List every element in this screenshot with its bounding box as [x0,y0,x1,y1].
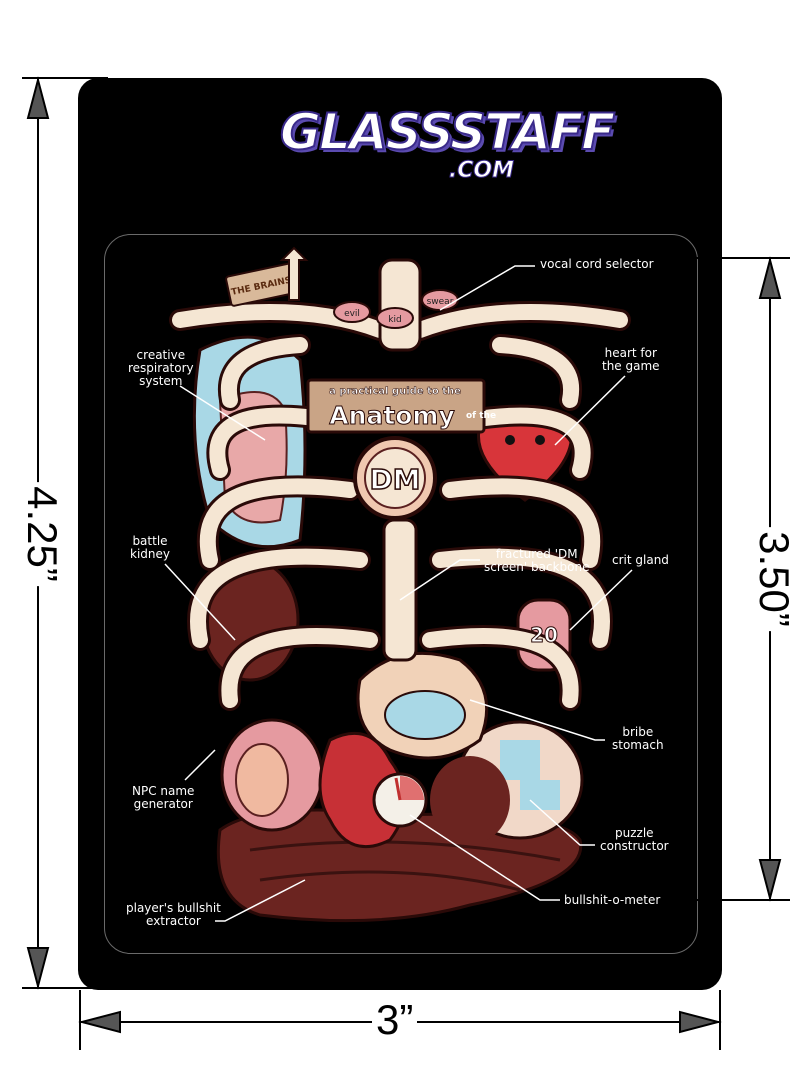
dm-badge-text: DM [369,463,420,496]
print-area-border [104,234,698,954]
title-big: Anatomy [329,401,455,430]
spine [378,258,422,352]
logo-domain: .COM [448,158,514,184]
label-battle-kidney: battle kidney [130,534,170,561]
tag-evil: evil [344,309,360,319]
title-plank [306,378,486,434]
label-fractured-backbone: fractured 'DM screen' backbone [484,547,590,574]
label-vocal-cord-selector: vocal cord selector [540,257,654,271]
label-creative-respiratory-system: creative respiratory system [128,348,194,388]
label-bullshit-o-meter: bullshit-o-meter [564,893,661,907]
leader-lines [164,265,633,922]
label-puzzle-constructor: puzzle constructor [600,826,669,853]
label-bribe-stomach: bribe stomach [612,725,664,752]
dimension-inner-height: 3.50” [749,527,798,631]
brains-sign: THE BRAINS [225,262,297,307]
title-of-the: of the [466,411,496,421]
tag-swear: swear [427,297,454,307]
dimension-width: 3” [372,996,418,1044]
dimension-lines [22,76,790,1050]
dimension-height: 4.25” [17,482,66,586]
tag-kid: kid [388,315,401,325]
title-small: a practical guide to the [329,386,461,397]
label-crit-gland: crit gland [612,553,669,567]
up-arrow-icon [279,246,309,301]
label-heart-for-the-game: heart for the game [602,346,660,373]
label-npc-name-generator: NPC name generator [132,784,195,811]
crit-die-value: 20 [530,623,558,647]
label-players-bullshit-extractor: player's bullshit extractor [126,901,221,928]
